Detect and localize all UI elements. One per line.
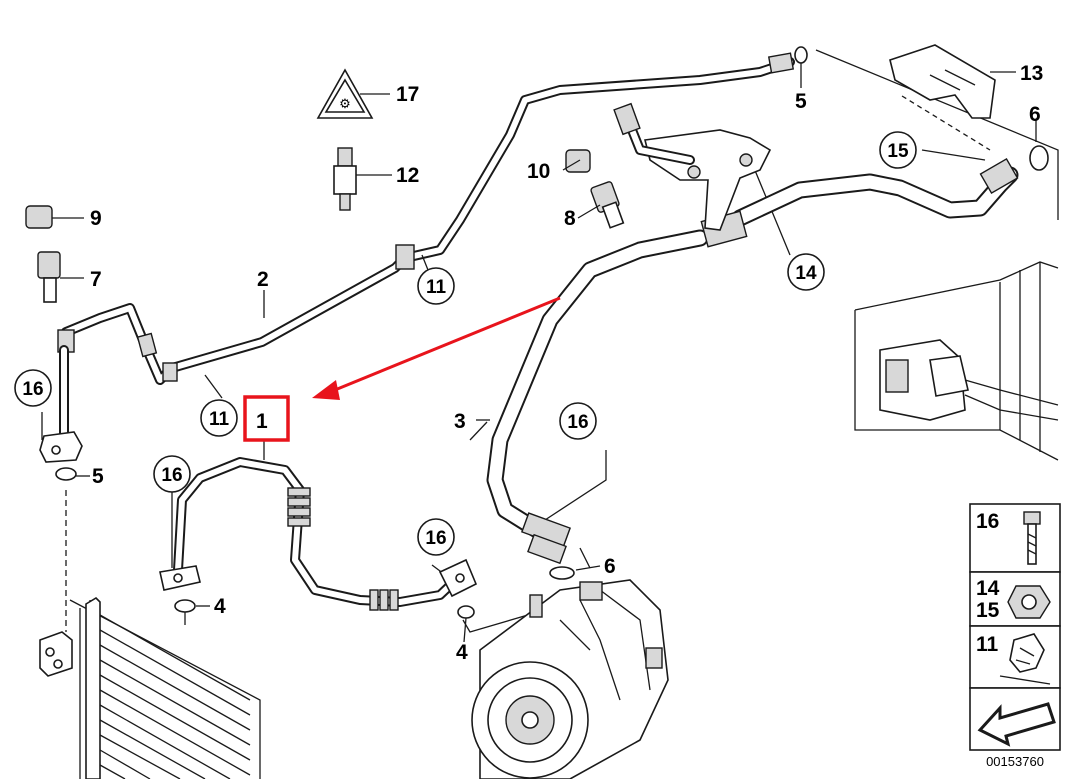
svg-text:16: 16 [567,412,588,433]
part-13-bracket [889,44,996,119]
bracket-14 [613,102,772,231]
svg-text:11: 11 [426,277,447,298]
label-4a: 4 [214,595,226,618]
legend-nut-number-b: 15 [976,599,1000,622]
compressor [471,579,669,779]
label-10: 10 [527,160,550,183]
pipe-left-vertical [39,345,83,463]
legend-clip-number: 11 [976,633,999,656]
part-12-pressure-switch [333,147,357,211]
highlight-arrow [312,296,561,400]
label-13: 13 [1020,62,1043,85]
diagram-number: 00153760 [986,754,1044,769]
svg-text:16: 16 [425,528,446,549]
label-1: 1 [256,410,268,433]
circle-label-14: 14 [787,253,825,291]
label-8: 8 [564,207,576,230]
condenser [39,490,261,779]
leader-lines [52,63,1037,643]
svg-text:16: 16 [22,379,43,400]
svg-text:14: 14 [795,263,817,284]
svg-text:11: 11 [209,409,230,430]
label-6a: 6 [1029,103,1041,126]
circle-label-16b: 16 [153,455,191,493]
circle-label-11b: 11 [200,399,238,437]
pipe-1 [159,457,478,611]
label-7: 7 [90,268,102,291]
arrow-icon [977,702,1056,747]
part-7-valve [37,251,61,303]
label-3: 3 [454,410,466,433]
label-17: 17 [396,83,419,106]
nut-icon [1007,585,1051,619]
circle-label-16c: 16 [417,518,455,556]
label-9: 9 [90,207,102,230]
circle-label-16d: 16 [559,402,597,440]
fastener-legend: 16 14 15 11 00153760 [969,503,1061,769]
svg-text:⚙: ⚙ [339,96,351,111]
svg-text:16: 16 [161,465,182,486]
bolt-icon [1023,511,1041,565]
legend-bolt-number: 16 [976,510,999,533]
part-9-cap [25,205,53,229]
circle-label-11a: 11 [417,267,455,305]
highlight-box [243,395,290,442]
svg-text:15: 15 [887,141,909,162]
label-6b: 6 [604,555,616,578]
circle-label-16a: 16 [14,369,52,407]
label-5b: 5 [92,465,104,488]
o-rings [55,46,1049,619]
label-2: 2 [257,268,269,291]
clip-icon [999,633,1051,685]
part-8-valve [590,181,625,229]
part-17-warning-label: ⚙ [316,68,374,119]
legend-nut-number-a: 14 [976,577,1000,600]
circle-label-15: 15 [879,131,917,169]
pipe-2 [57,52,795,385]
label-4b: 4 [456,641,468,664]
label-12: 12 [396,164,419,187]
hose-3 [486,158,1019,565]
engine-connector-area [854,261,1059,461]
label-5a: 5 [795,90,807,113]
